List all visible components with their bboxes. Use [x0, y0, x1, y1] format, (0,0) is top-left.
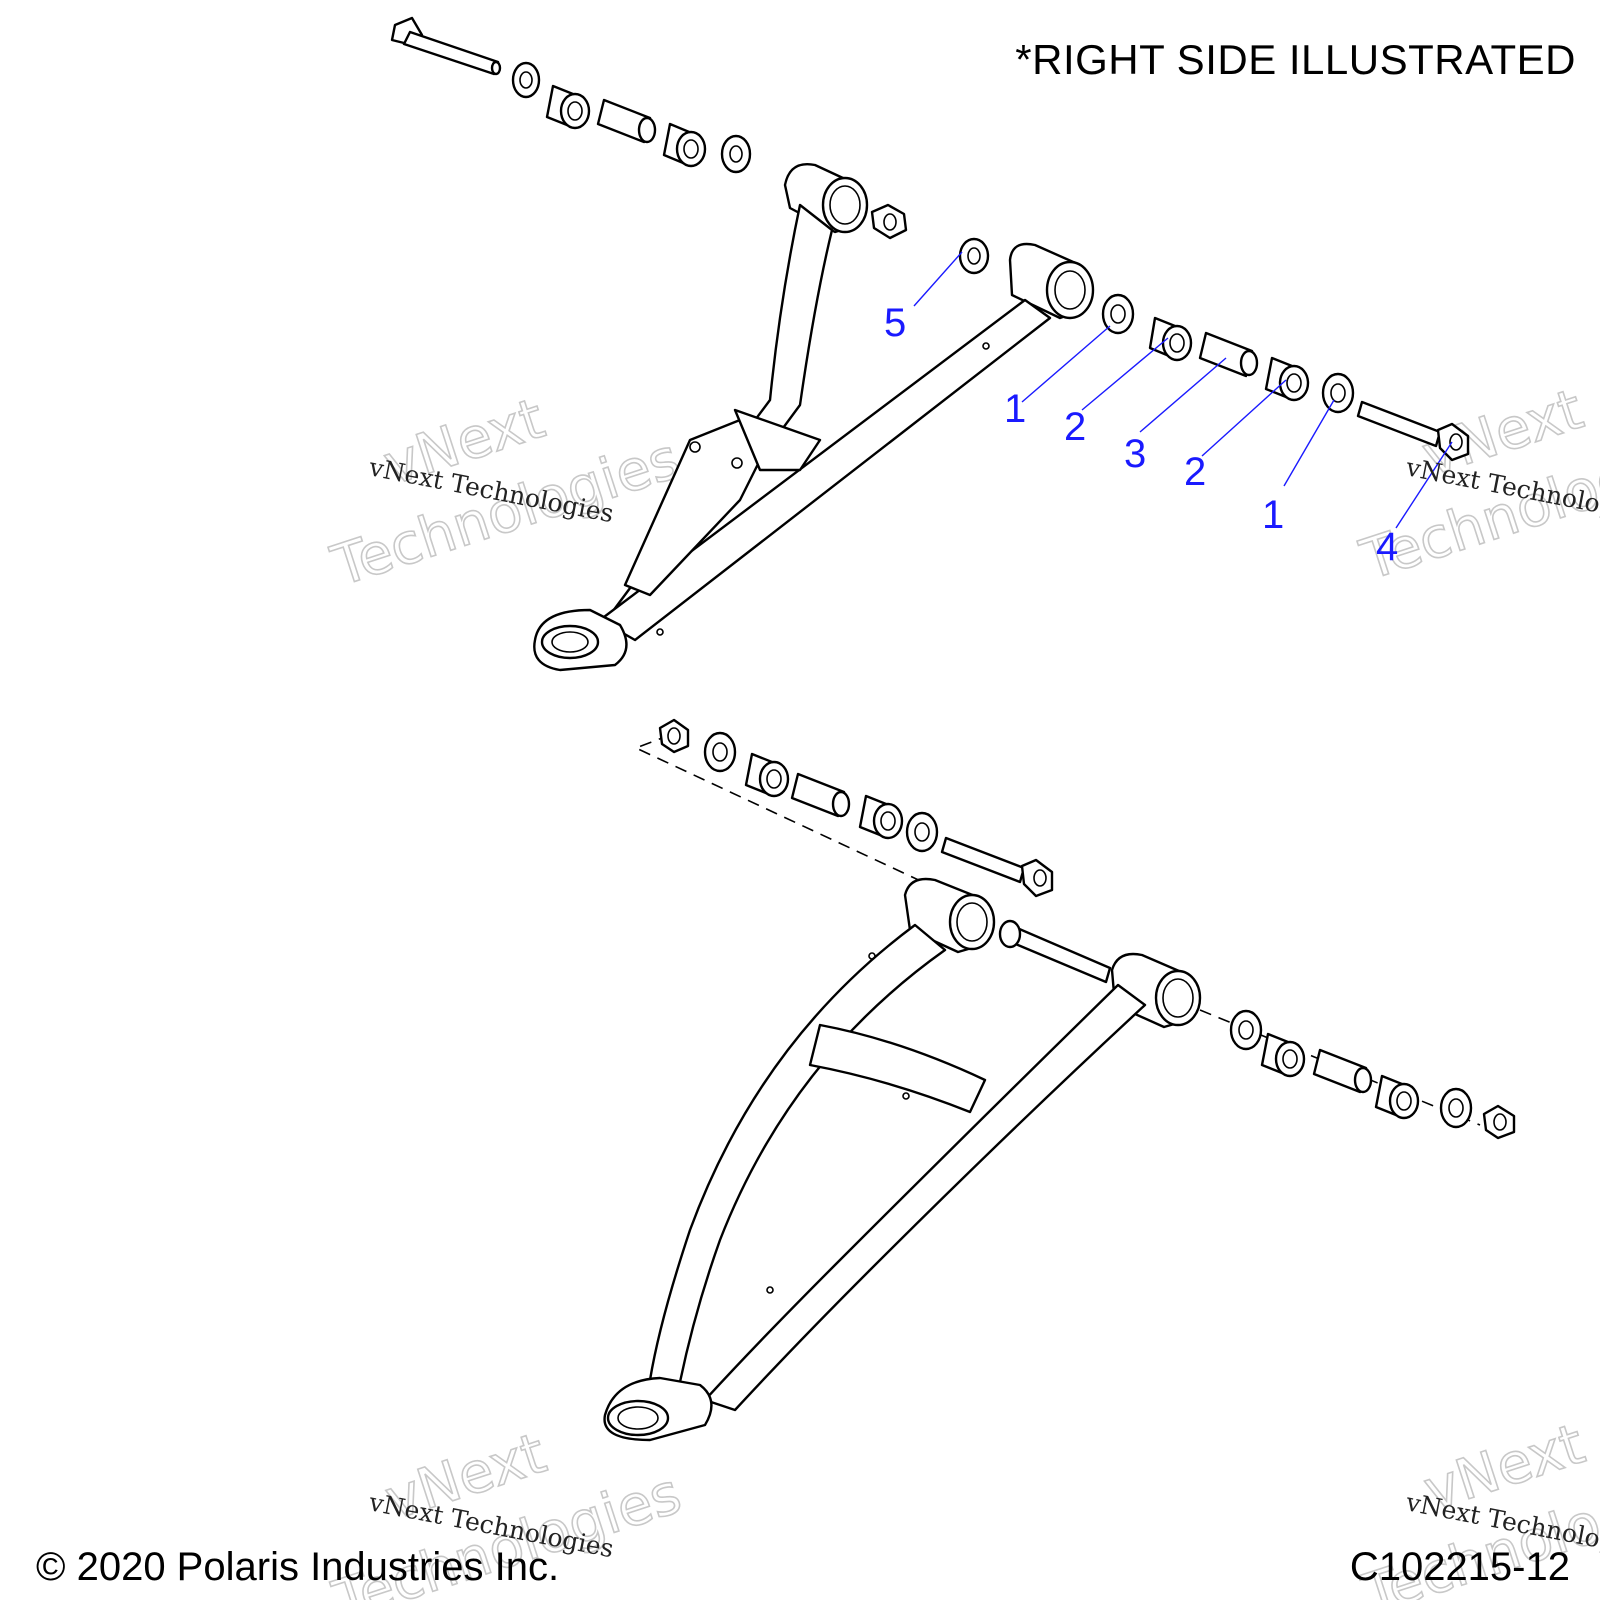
- upper-front-spacer-2: [662, 122, 707, 168]
- upper-front-bushing-flange-1: [511, 61, 541, 99]
- item-1-bushing-flange-b: [1321, 372, 1355, 414]
- callout-3: 3: [1124, 432, 1146, 476]
- lower-rear-nut: [1482, 1104, 1516, 1140]
- callout-1a: 1: [1004, 387, 1026, 431]
- lower-rear-bushing-flange-1: [1229, 1009, 1263, 1051]
- upper-front-sleeve: [596, 98, 657, 144]
- item-2-spacer-a: [1148, 316, 1193, 362]
- leader-3: [1139, 357, 1227, 433]
- leader-1b: [1283, 399, 1335, 487]
- copyright-notice: © 2020 Polaris Industries Inc.: [36, 1545, 560, 1589]
- item-4-bolt: [1356, 400, 1470, 462]
- lower-rear-bushing-flange-2: [1439, 1087, 1473, 1129]
- item-5-nut: [958, 237, 990, 275]
- upper-a-arm-frame: [533, 163, 1095, 672]
- item-3-sleeve: [1198, 331, 1259, 378]
- lower-rear-sleeve: [1312, 1048, 1373, 1094]
- lower-front-bushing-flange-2: [905, 811, 939, 853]
- upper-front-bushing-flange-2: [720, 134, 752, 174]
- upper-front-bolt: [390, 16, 502, 76]
- item-1-bushing-flange-a: [1101, 293, 1135, 335]
- lower-rear-spacer-2: [1374, 1074, 1420, 1120]
- drawing-id: C102215-12: [1349, 1545, 1570, 1589]
- leader-5: [913, 251, 963, 307]
- lower-front-nut: [658, 718, 690, 754]
- lower-front-bolt: [940, 836, 1054, 898]
- lower-front-bushing-flange-1: [703, 731, 737, 773]
- upper-a-arm-assembly: 5 1 2 3 2 1 4: [390, 16, 1470, 672]
- callout-4: 4: [1376, 525, 1398, 569]
- upper-front-spacer-1: [545, 84, 591, 130]
- lower-front-axis-dashed: [633, 734, 941, 891]
- upper-rear-nut: [870, 203, 908, 240]
- lower-a-arm-assembly: [603, 718, 1516, 1442]
- leader-2b: [1201, 379, 1287, 457]
- right-side-illustrated-note: *RIGHT SIDE ILLUSTRATED: [1015, 36, 1576, 83]
- lower-front-spacer-1: [744, 752, 790, 798]
- lower-front-spacer-2: [858, 794, 904, 840]
- leader-2a: [1081, 337, 1169, 411]
- item-2-spacer-b: [1264, 356, 1310, 402]
- leader-4: [1395, 441, 1453, 529]
- callout-2a: 2: [1064, 405, 1086, 449]
- lower-a-arm-frame: [603, 877, 1202, 1442]
- leader-1a: [1021, 325, 1111, 403]
- callout-2b: 2: [1184, 450, 1206, 494]
- callout-5: 5: [884, 301, 906, 345]
- lower-rear-spacer-1: [1260, 1032, 1306, 1078]
- callout-1b: 1: [1262, 493, 1284, 537]
- lower-front-sleeve: [790, 772, 851, 818]
